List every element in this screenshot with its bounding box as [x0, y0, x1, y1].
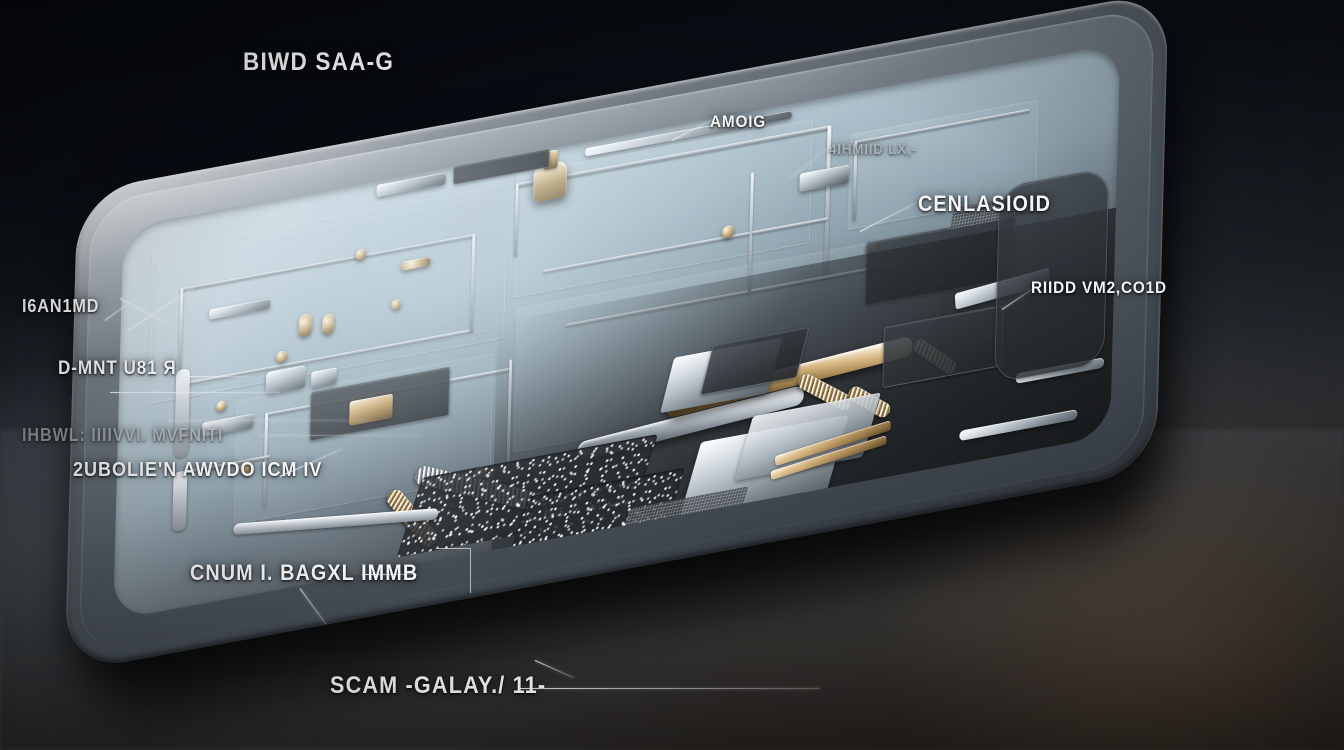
- vignette-overlay: [0, 0, 1344, 750]
- illustration-canvas: BIWD SAA-G AMOIG 4IHMIID LX,- CENLASIOID…: [0, 0, 1344, 750]
